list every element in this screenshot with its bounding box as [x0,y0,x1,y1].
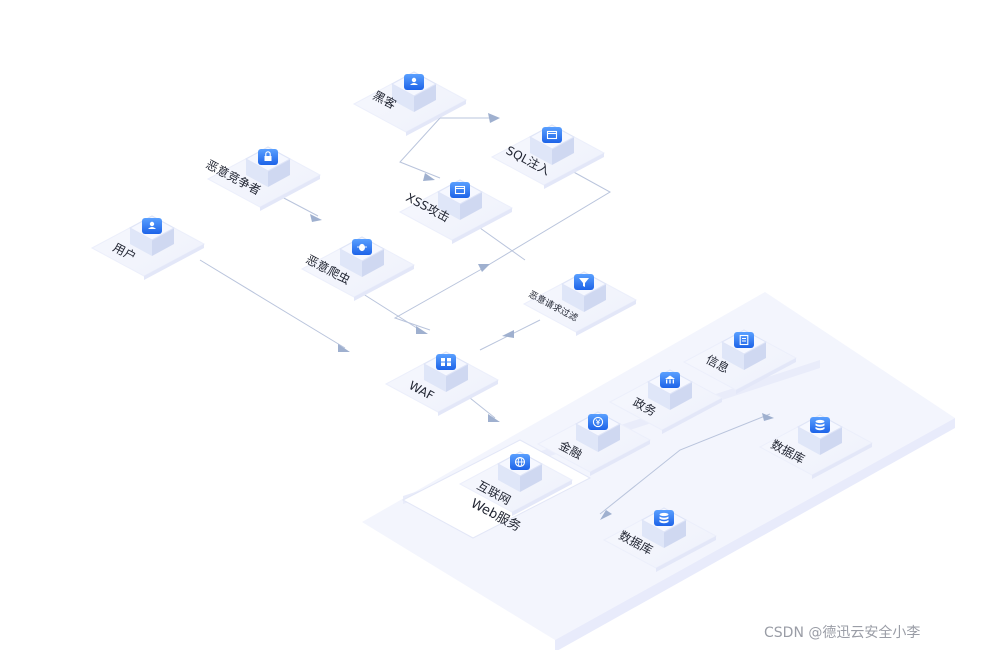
icon-tile [450,182,470,198]
icon-tile [734,332,754,348]
arrow-head-sql [488,113,500,123]
watermark: CSDN @德迅云安全小李 [764,624,920,641]
arrow-head-filter-path [478,264,490,272]
node-crawler: 恶意爬虫 [302,237,414,301]
database-icon [816,420,825,430]
node-user: 用户 [92,216,204,280]
node-competitor: 恶意竞争者 [204,147,320,211]
icon-tile [542,127,562,143]
arrow-head-filter-waf [502,330,514,338]
arrow-head-xss [423,173,435,181]
node-hacker: 黑客 [354,72,466,136]
database-icon [660,513,669,523]
icon-tile [436,354,456,370]
web-services-platform [362,292,955,650]
arrow-head-waf-user [338,344,350,352]
arrow-head-web [488,414,500,422]
node-xss: XSS攻击 [400,180,512,244]
node-filter: 恶意请求过滤 [524,272,636,336]
